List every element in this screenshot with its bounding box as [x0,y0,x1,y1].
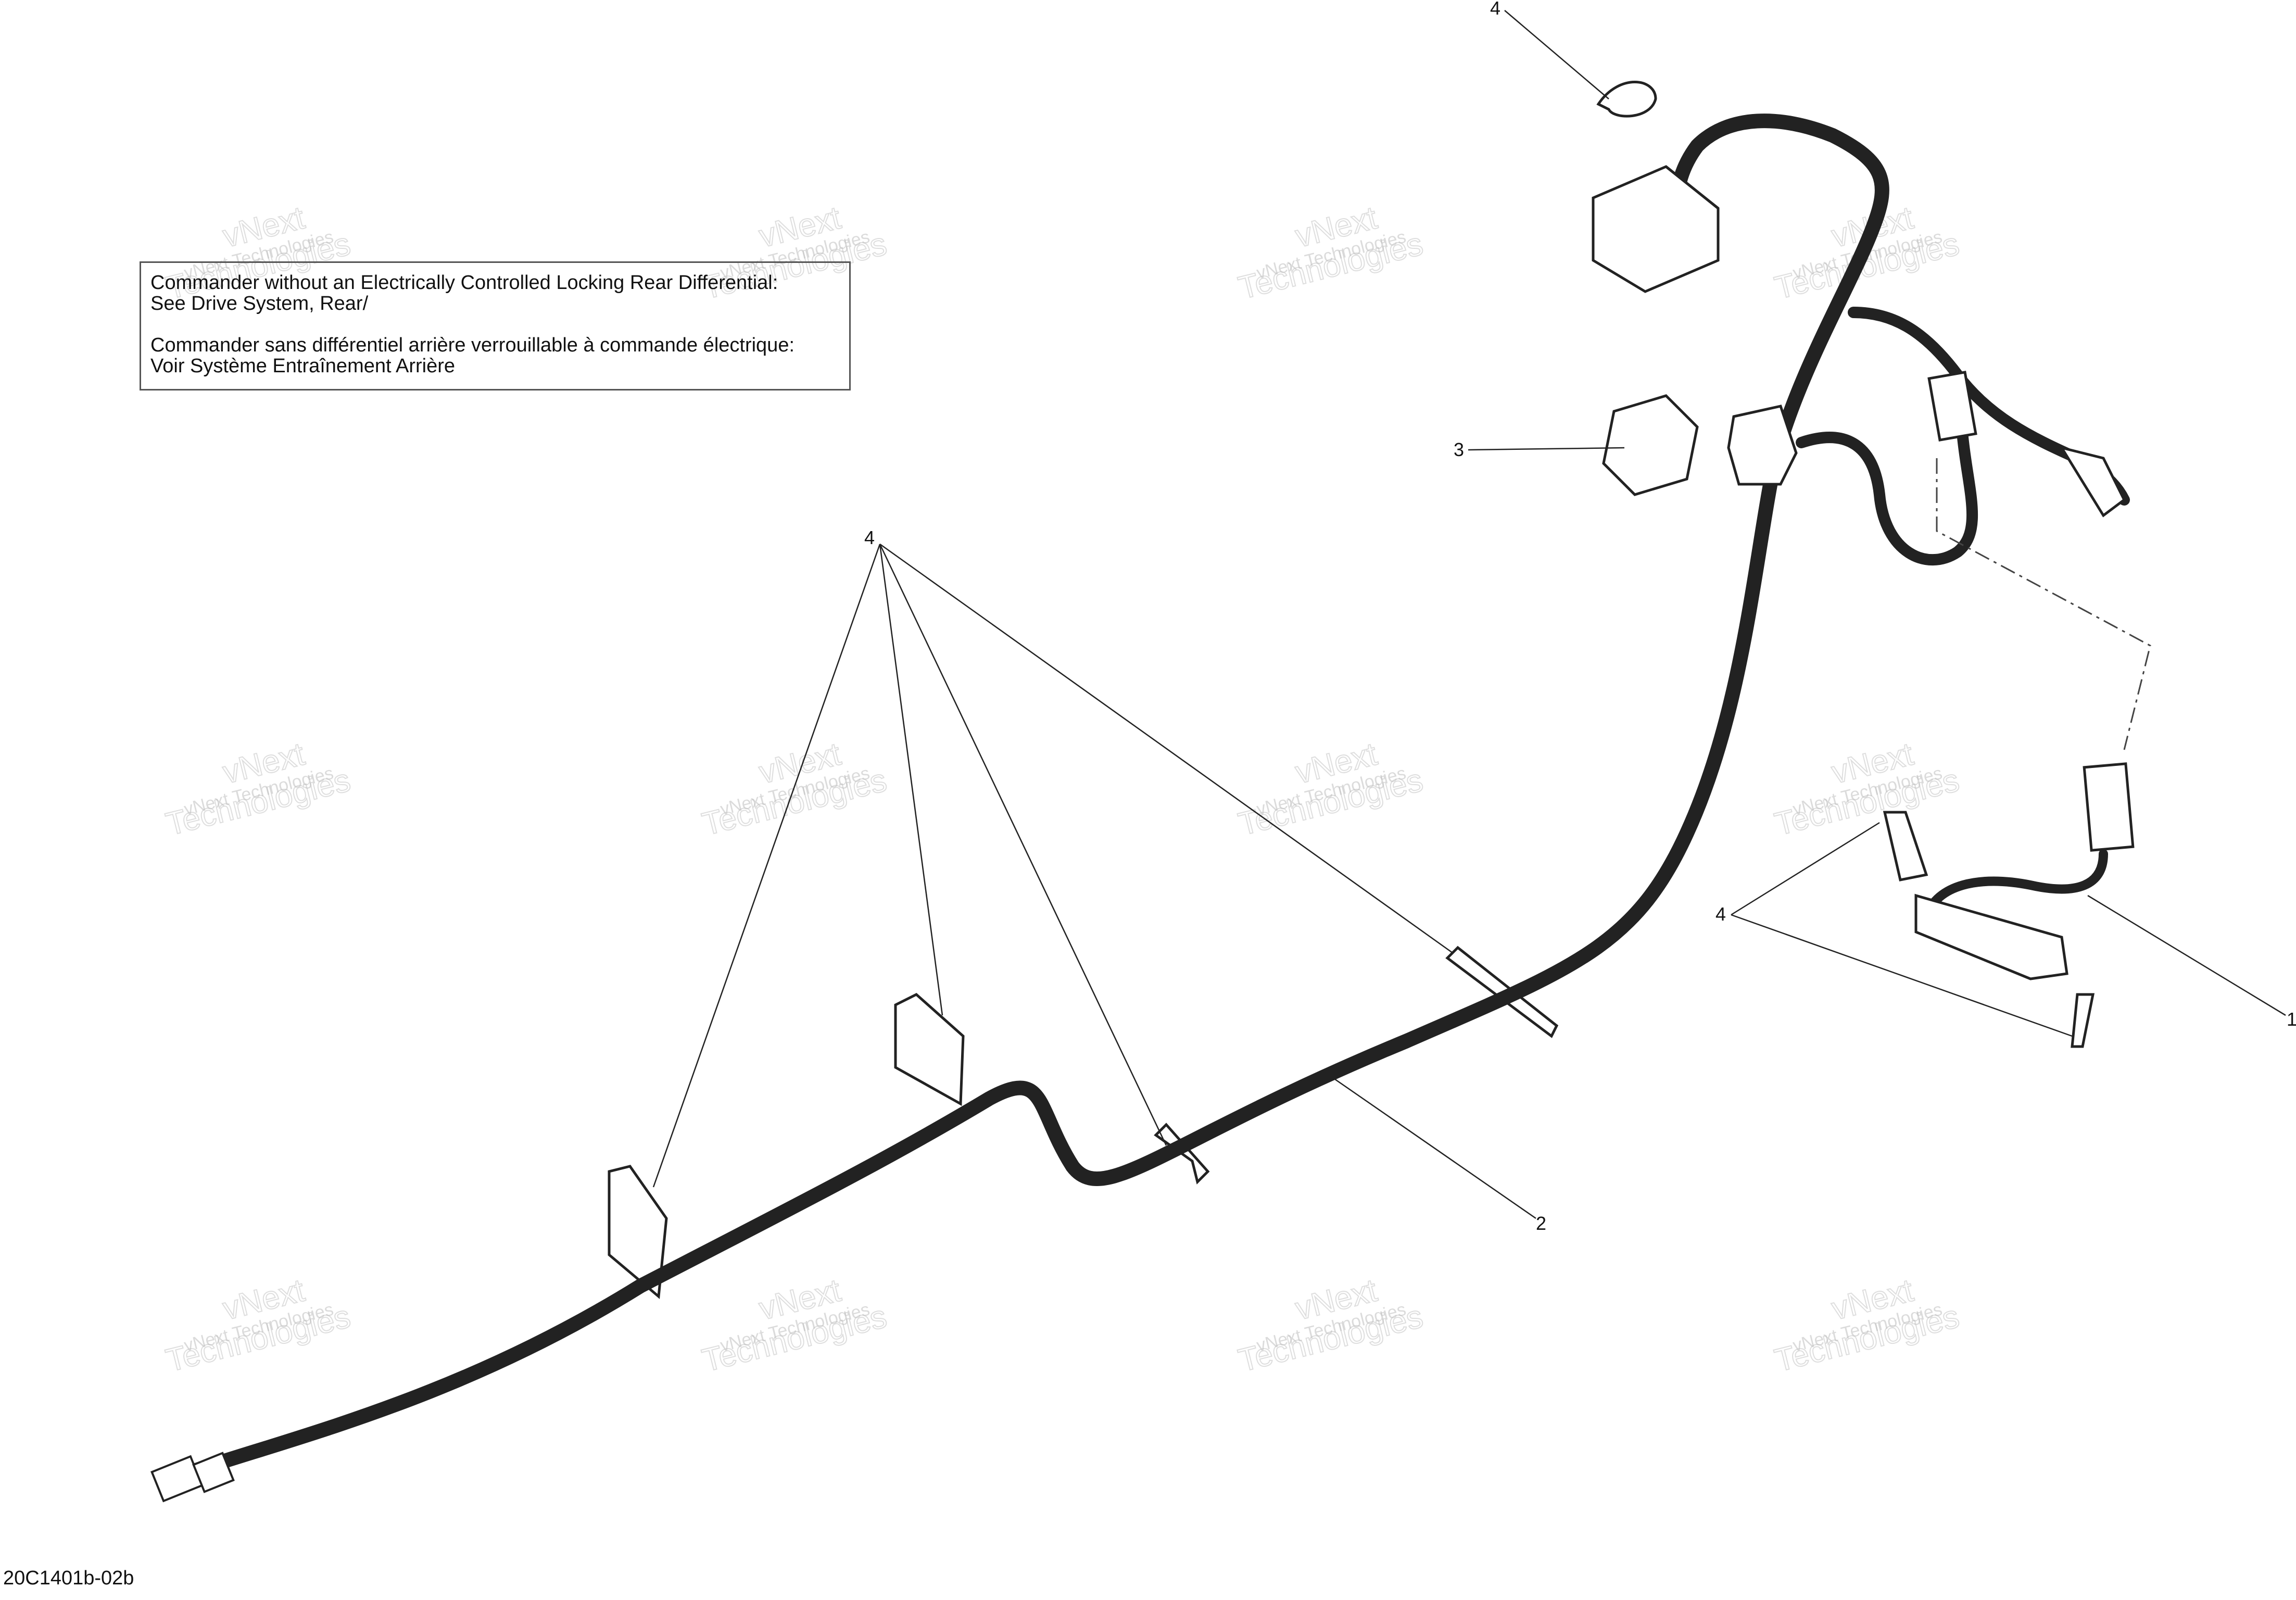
note-box: Commander without an Electrically Contro… [140,261,851,390]
end-connector [150,1452,235,1503]
callouts: 4 3 4 4 2 1 [864,0,2296,1234]
note-line-1: Commander without an Electrically Contro… [150,272,778,294]
note-line-3: Commander sans différentiel arrière verr… [150,334,795,356]
link-line [1936,458,2151,750]
clamp-top [1596,81,1657,118]
leader-lines [652,10,2286,1219]
rocker-switch [1602,394,1699,496]
sensor-module [1914,762,2135,980]
right-connectors [1927,370,2126,518]
callout-1: 1 [2287,1009,2296,1030]
note-line-4: Voir Système Entraînement Arrière [150,355,456,377]
connector-block [1727,405,1798,486]
cable-tie-right [1883,811,2095,1048]
callout-4-right: 4 [1715,903,1726,925]
callout-2: 2 [1536,1213,1546,1234]
callout-4-mid: 4 [864,527,875,548]
callout-4-top: 4 [1490,0,1500,19]
note-line-2: See Drive System, Rear/ [150,293,369,314]
cable-tie-loops [608,946,1559,1299]
relay-box [1592,165,1720,293]
figure-id: 20C1401b-02b [3,1567,134,1589]
callout-3: 3 [1454,439,1464,460]
